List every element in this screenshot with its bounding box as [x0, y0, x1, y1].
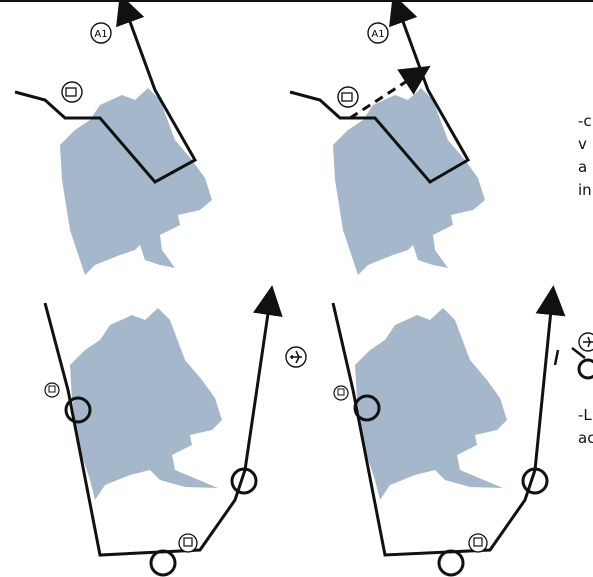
- station-circle: [230, 467, 258, 495]
- highway-a1-icon: A1: [367, 22, 389, 44]
- panel-top-right: A1: [289, 0, 485, 275]
- municipality-area: [60, 88, 212, 275]
- train-icon: [333, 385, 349, 401]
- interchange-icon: [61, 81, 83, 103]
- train-icon: [178, 533, 198, 553]
- side-note-line: -c: [578, 112, 592, 130]
- side-note-line: ac: [578, 429, 593, 447]
- side-note-line: a: [578, 158, 588, 176]
- municipality-area: [333, 88, 485, 275]
- svg-text:A1: A1: [371, 29, 384, 40]
- highway-line: [289, 0, 471, 184]
- airplane-icon: [578, 332, 593, 352]
- station-circle: [149, 549, 177, 577]
- side-note-line: v: [578, 135, 587, 153]
- train-icon: [468, 533, 488, 553]
- station-circle: [353, 394, 381, 422]
- side-note-line: -L: [578, 406, 592, 424]
- top-border: [0, 0, 593, 2]
- station-circle: [437, 549, 465, 577]
- highway-line: [14, 0, 198, 184]
- interchange-icon: [337, 86, 359, 108]
- proposed-spur: [553, 347, 586, 366]
- station-circle: [521, 467, 549, 495]
- panel-bottom-left: [43, 285, 307, 577]
- station-circle-new: [577, 358, 593, 380]
- panel-top-left: A1: [14, 0, 212, 275]
- municipality-area: [355, 308, 507, 500]
- svg-text:A1: A1: [94, 29, 107, 40]
- station-circle: [64, 396, 92, 424]
- train-icon: [44, 382, 60, 398]
- side-note-line: in: [578, 181, 592, 199]
- municipality-area: [70, 308, 222, 500]
- side-note-bottom: -L ac: [578, 404, 593, 450]
- airplane-icon: [285, 346, 307, 368]
- highway-a1-icon: A1: [90, 22, 112, 44]
- panel-bottom-right: [331, 285, 593, 577]
- proposed-link-dashed: [349, 65, 431, 120]
